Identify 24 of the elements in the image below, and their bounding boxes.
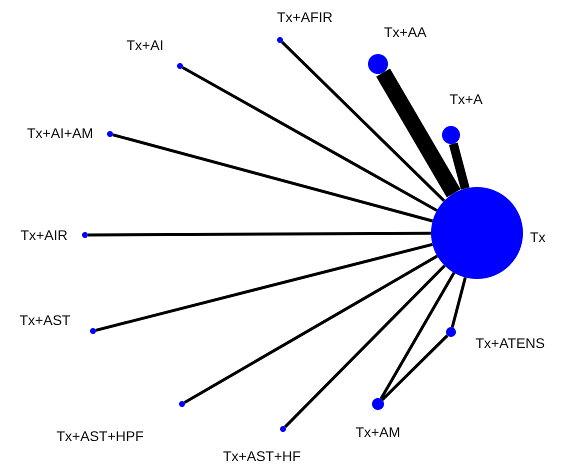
node-label: Tx+AFIR (277, 9, 333, 25)
connector-line (112, 133, 433, 222)
node-label: Tx+AI (126, 37, 164, 53)
connector-line (96, 242, 433, 332)
node-label: Tx+AM (356, 424, 400, 440)
connector-line (450, 277, 467, 328)
node-label: Tx+AI+AM (27, 125, 94, 141)
node-label: Tx+ATENS (476, 335, 545, 351)
node-label: Tx+AA (384, 24, 426, 40)
node-label: Tx+AST+HF (223, 448, 301, 464)
connector-line (381, 334, 448, 401)
connector-line (184, 254, 438, 404)
node-label: Tx+A (450, 91, 483, 107)
connector-line (88, 232, 431, 236)
connector-line (376, 68, 461, 198)
connector-line (284, 264, 446, 428)
node-label: Tx+AIR (20, 227, 68, 243)
connector-line (281, 41, 446, 202)
node-label: Tx+AST+HPF (56, 428, 144, 444)
connector-line (182, 66, 438, 212)
connector-line (448, 142, 470, 190)
connector-line (380, 272, 456, 400)
node-label: Tx (530, 229, 546, 245)
node-label: Tx+AST (20, 312, 70, 328)
